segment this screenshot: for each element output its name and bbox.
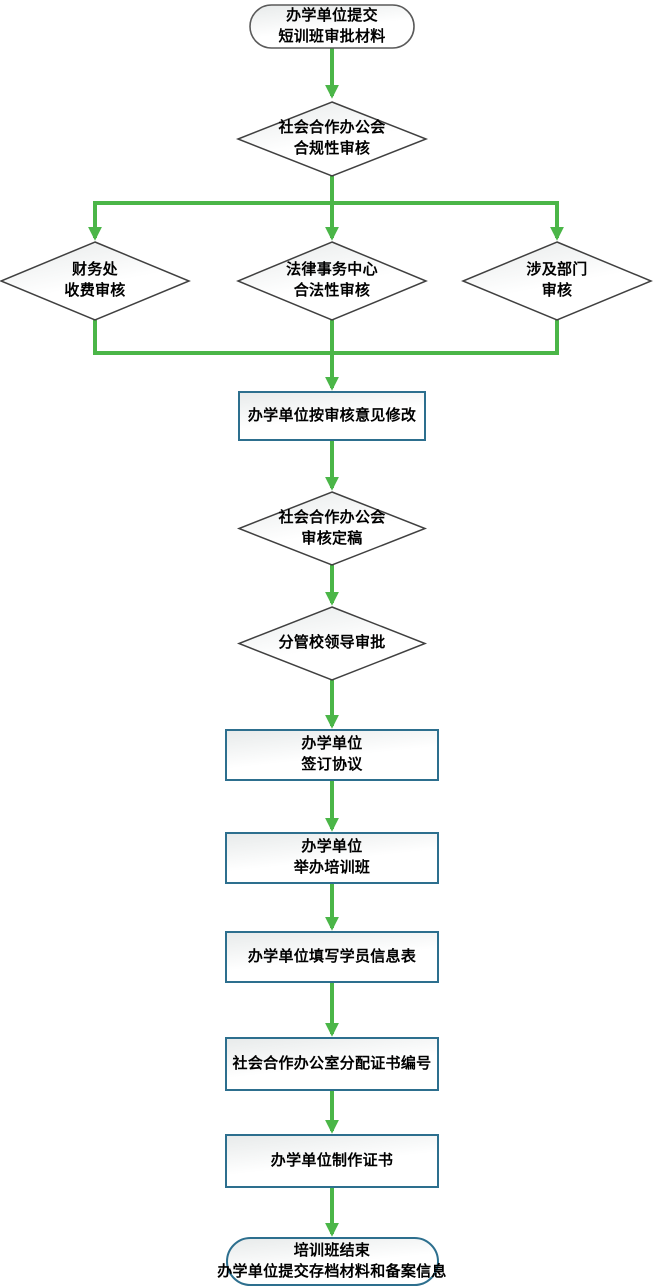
sign-process-shape xyxy=(225,729,439,781)
leader-decision-shape xyxy=(236,606,428,681)
assigncert-process-shape xyxy=(225,1037,439,1091)
merge-branch-left xyxy=(93,320,332,355)
hold-process-shape xyxy=(225,832,439,884)
departments-decision-shape xyxy=(461,241,653,321)
fillform-process-shape xyxy=(225,931,439,983)
makecert-process-shape xyxy=(225,1134,439,1188)
finance-decision-shape xyxy=(0,241,191,321)
split-branch-left xyxy=(88,201,332,241)
revise-process-shape xyxy=(238,391,426,441)
split-branch-right xyxy=(332,201,564,241)
start-terminator-shape xyxy=(249,4,415,49)
finalize-decision-shape xyxy=(236,491,428,566)
legal-decision-shape xyxy=(236,241,428,321)
merge-branch-right xyxy=(332,320,559,355)
end-terminator-shape xyxy=(226,1237,439,1286)
compliance-decision-shape xyxy=(235,101,429,177)
